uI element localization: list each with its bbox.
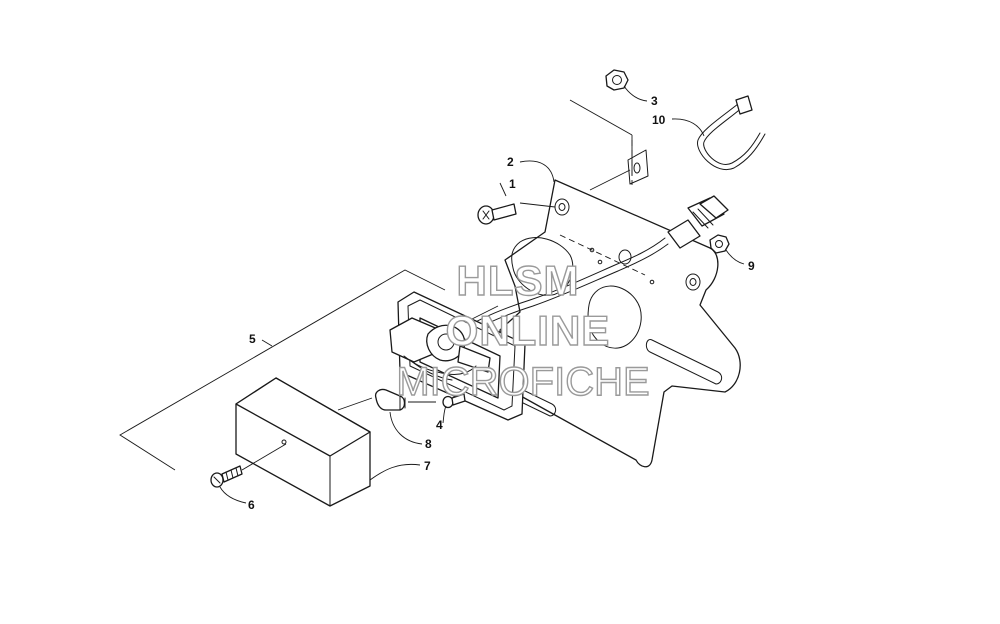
part-10-cable-tie [697, 95, 766, 171]
wire-harness [461, 195, 729, 337]
part-8-bulb [374, 388, 406, 411]
watermark-line-1: HLSM [457, 257, 580, 304]
part-6-screw [210, 465, 243, 488]
callout-1: 1 [509, 177, 516, 191]
part-4-screw [442, 393, 466, 409]
part-7-lens-cover [235, 377, 371, 507]
callout-9: 9 [748, 259, 755, 273]
callout-numbers: 1 2 3 4 5 6 7 8 9 10 [248, 94, 755, 512]
part-1-screw [477, 203, 517, 225]
assembly-centre-lines [241, 169, 631, 471]
wire-connector [667, 195, 729, 249]
callout-3: 3 [651, 94, 658, 108]
callout-8: 8 [425, 437, 432, 451]
watermark-line-2: ONLINE [446, 307, 611, 354]
lamp-housing [389, 291, 526, 421]
watermark-line-3: MICROFICHE [396, 360, 649, 404]
callout-10: 10 [652, 113, 666, 127]
spacer-washer [627, 140, 649, 185]
callout-2: 2 [507, 155, 514, 169]
callout-7: 7 [424, 459, 431, 473]
part-9-nut [709, 234, 730, 254]
callout-leaders [219, 85, 745, 504]
watermark: HLSM ONLINE MICROFICHE [396, 256, 651, 404]
callout-4: 4 [436, 418, 443, 432]
callout-6: 6 [248, 498, 255, 512]
part-3-nut [605, 69, 629, 91]
part-2-license-plate-bracket [479, 179, 741, 468]
callout-5: 5 [249, 332, 256, 346]
